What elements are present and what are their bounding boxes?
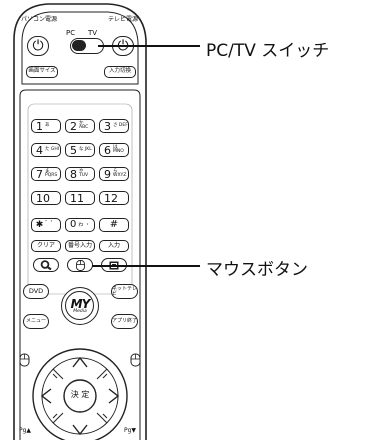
number-key-label: 2 [70, 119, 77, 133]
hash-key[interactable]: # [99, 218, 129, 232]
number-key-11[interactable]: 11 [65, 191, 95, 205]
app-exit-button[interactable]: アプリ終了 [111, 314, 138, 329]
tv-label: TV [88, 29, 98, 37]
number-input-button[interactable]: 番号入力 [65, 240, 95, 252]
number-key-sub: さ DEF [113, 122, 128, 128]
number-key-sub: か ABC [79, 120, 89, 130]
search-button[interactable] [33, 258, 59, 272]
search-icon [40, 260, 52, 270]
zero-key[interactable]: 0 わ ・ [65, 218, 95, 232]
menu-button[interactable]: メニュー [23, 314, 49, 329]
pc-label: PC [66, 29, 76, 37]
number-key-sub: ら WXYZ [113, 168, 127, 178]
left-click-icon [19, 353, 30, 367]
number-key-label: 4 [36, 143, 43, 157]
zero-sub: わ ・ [78, 221, 90, 228]
input-button[interactable]: 入力 [99, 240, 129, 252]
mymedia-button[interactable]: MY Media [61, 287, 99, 325]
page-up-button[interactable]: Pg▲ [19, 427, 32, 434]
mouse-leader-line [92, 265, 200, 267]
input-switch-button[interactable]: 入力切換 [104, 66, 136, 78]
number-key-label: 8 [70, 167, 77, 181]
number-key-label: 7 [36, 167, 43, 181]
pc-tv-switch-callout: PC/TV スイッチ [206, 41, 330, 61]
right-click-icon [130, 353, 141, 367]
pc-power-label: パソコン電源 [21, 16, 58, 23]
number-key-sub: や TUV [79, 168, 89, 178]
pc-tv-leader-line [98, 45, 200, 47]
tv-power-label: テレビ電源 [108, 16, 139, 23]
number-key-label: 11 [70, 191, 84, 205]
number-key-label: 1 [36, 119, 43, 133]
zero-label: 0 [70, 219, 77, 230]
number-key-label: 5 [70, 143, 77, 157]
mouse-button[interactable] [67, 258, 93, 272]
mouse-icon [75, 259, 85, 271]
star-key[interactable]: ✱ ゛゜ [31, 218, 61, 232]
number-key-sub: た GHI [45, 146, 60, 152]
number-key-sub: な JKL [79, 146, 92, 152]
page-down-button[interactable]: Pg▼ [124, 427, 137, 434]
number-key-label: 9 [104, 167, 111, 181]
clear-button[interactable]: クリア [31, 240, 61, 252]
mouse-button-callout: マウスボタン [206, 260, 308, 280]
net-tv-button[interactable]: ネットテレビ [111, 284, 138, 299]
number-key-sub: は MNO [113, 144, 124, 154]
switch-knob [72, 40, 86, 51]
screen-size-button[interactable]: 画面サイズ [26, 66, 58, 78]
number-key-label: 10 [36, 191, 50, 205]
number-key-label: 6 [104, 143, 111, 157]
enter-ring [63, 379, 97, 413]
star-symbol: ✱ [35, 219, 44, 230]
number-key-label: 12 [104, 191, 118, 205]
dvd-button[interactable]: DVD [23, 284, 49, 299]
number-key-12[interactable]: 12 [99, 191, 129, 205]
star-sub: ゛゜ [45, 221, 57, 228]
number-key-label: 3 [104, 119, 111, 133]
number-key-10[interactable]: 10 [31, 191, 61, 205]
number-key-sub: ま PQRS [45, 168, 58, 178]
mymedia-inner-ring [65, 291, 94, 320]
enter-button[interactable]: 決 定 [70, 390, 90, 399]
number-key-sub: あ [45, 122, 50, 128]
pc-power-button[interactable]: ⏻ [27, 36, 49, 56]
